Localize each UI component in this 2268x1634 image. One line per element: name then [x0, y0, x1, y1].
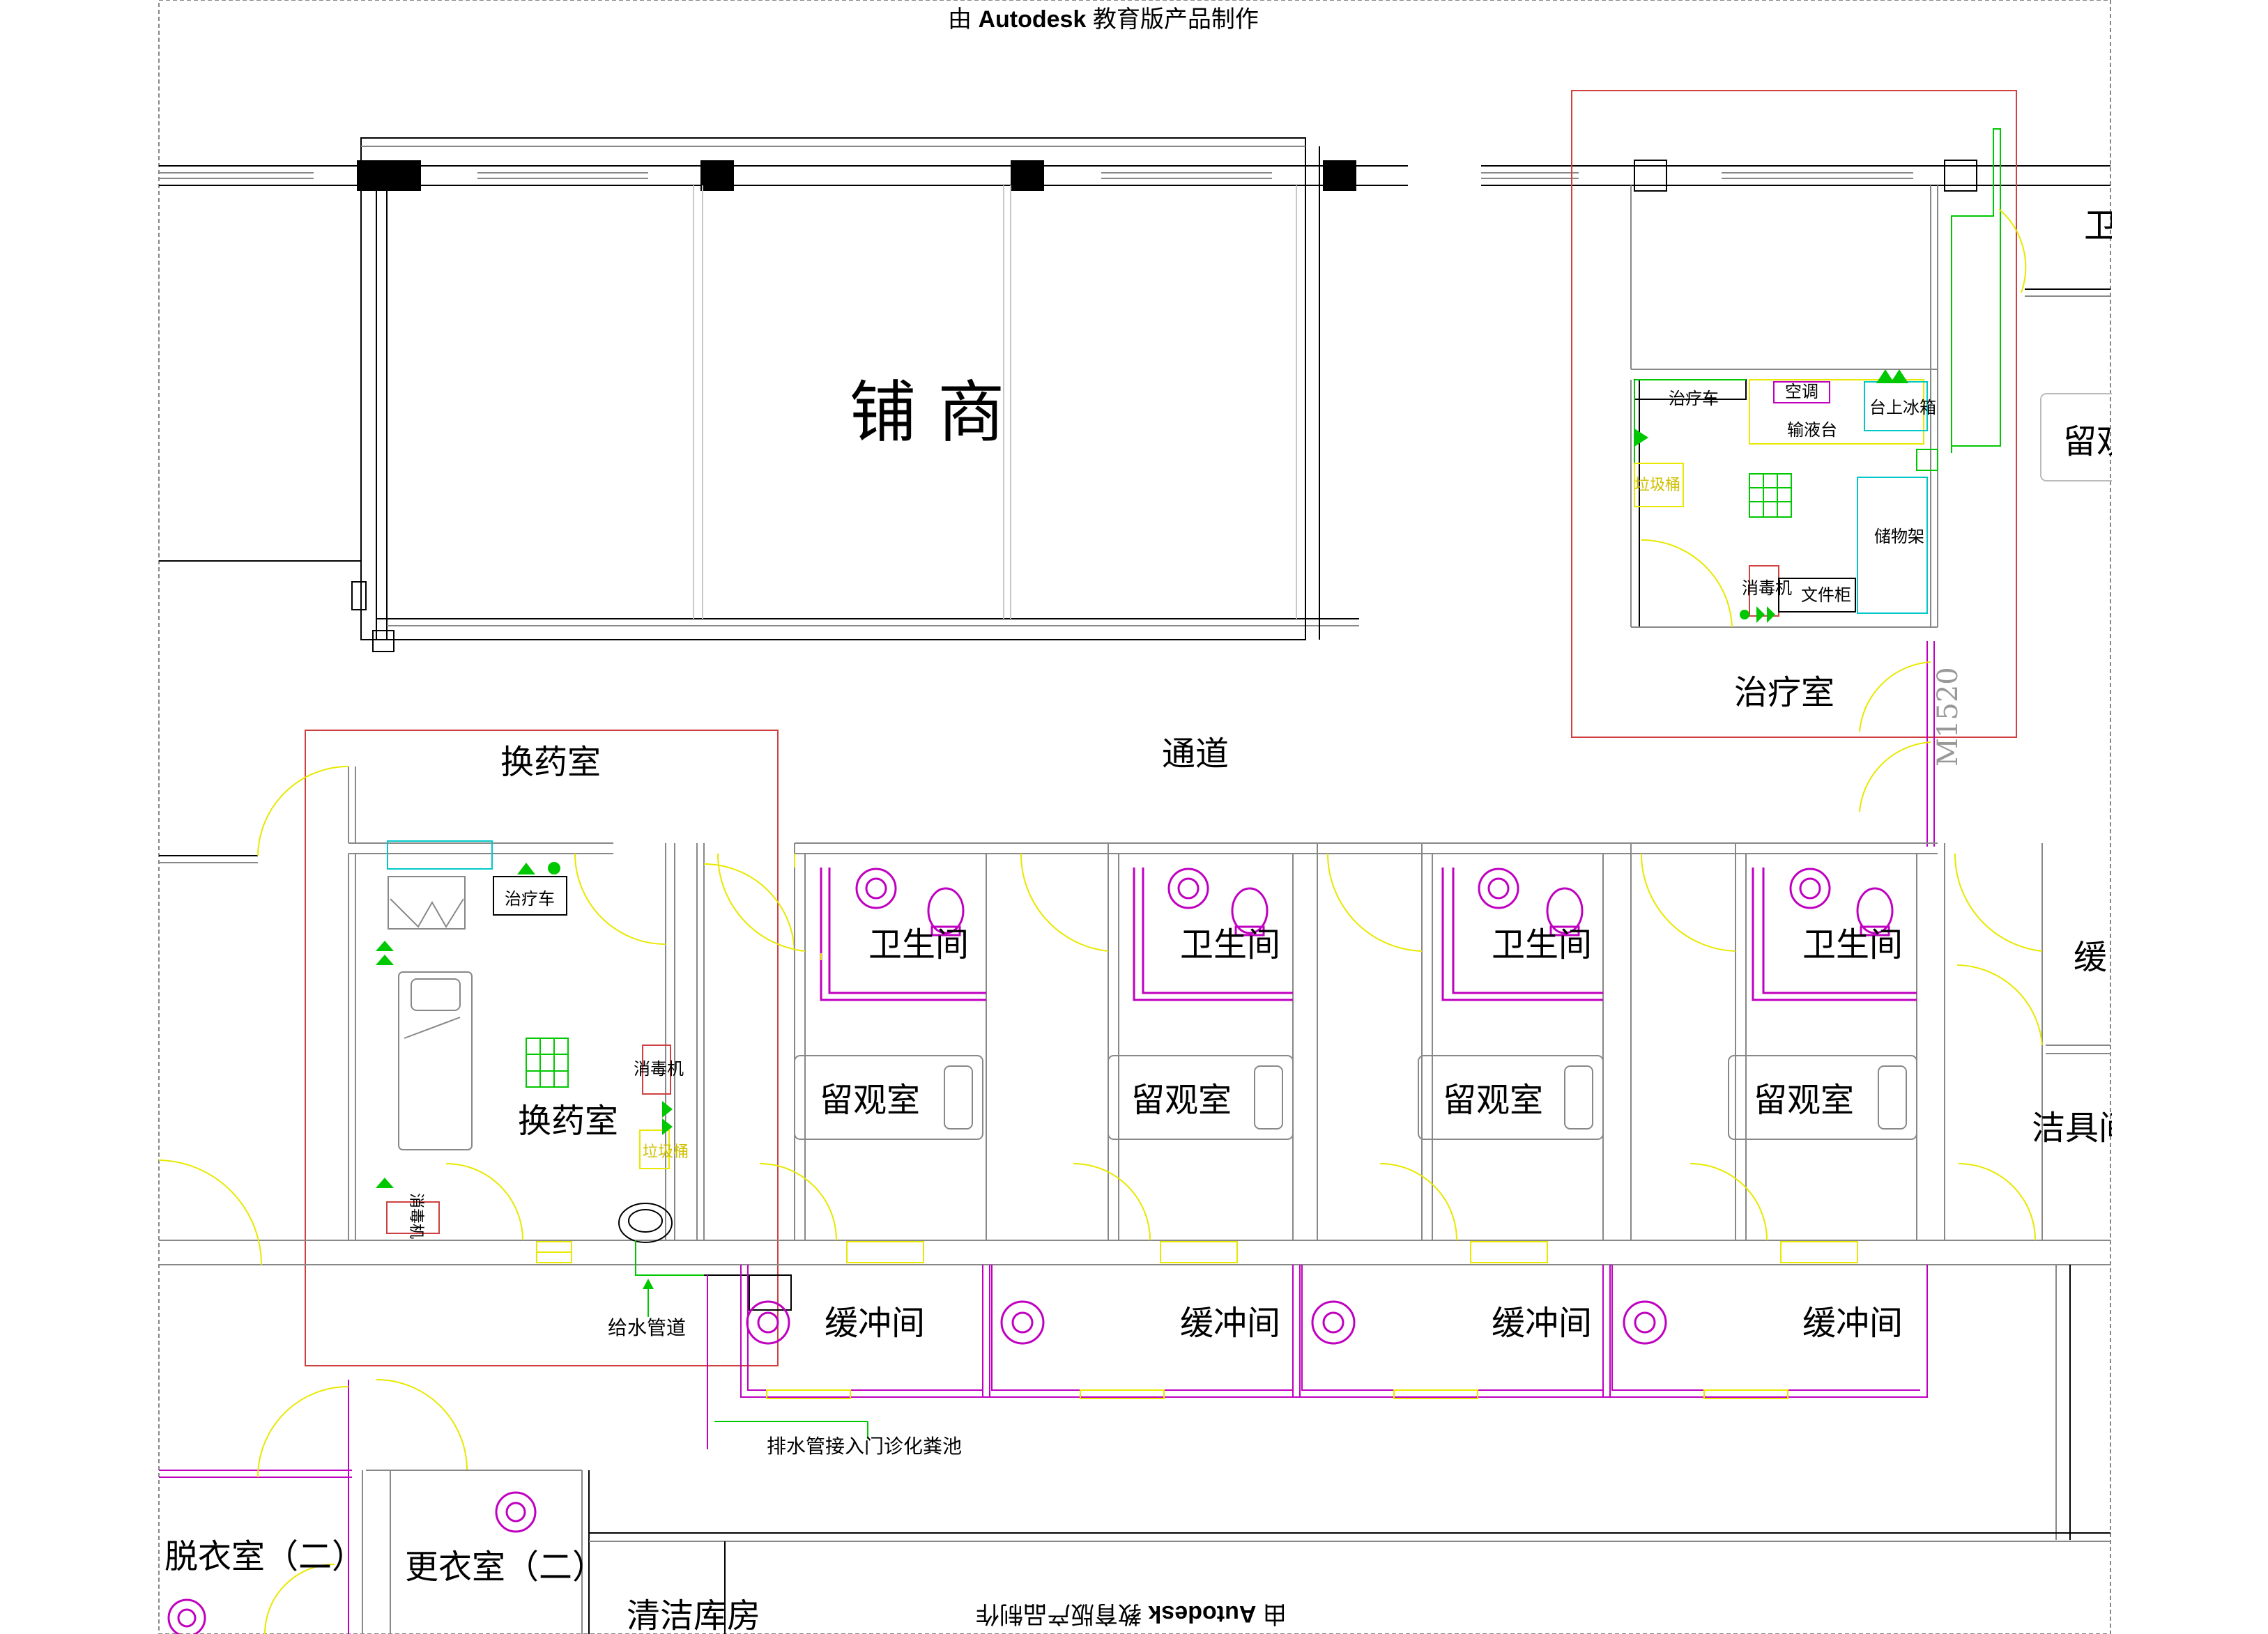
- structural-columns: [357, 160, 1356, 191]
- top-exterior-wall: [159, 165, 2110, 186]
- label-drainage: 排水管接入门诊化粪池: [767, 1435, 962, 1458]
- room-label-shop: 铺 商: [850, 373, 1005, 452]
- room-label-buffer-3: 缓冲间: [1492, 1304, 1592, 1343]
- bathroom-fixture-3: [1441, 868, 1603, 1001]
- label-fridge: 台上冰箱: [1869, 398, 1936, 417]
- watermark-prefix: 由: [948, 6, 972, 33]
- buffer-rooms: [740, 1265, 2071, 1540]
- watermark-brand: Autodesk: [978, 6, 1087, 33]
- treatment-room-walls: [1630, 185, 1938, 628]
- room-label-observation-3: 留观室: [1443, 1081, 1543, 1120]
- dressing-room-boundary: [305, 730, 779, 1366]
- room-label-observation-2: 留观室: [1131, 1081, 1232, 1120]
- treatment-room-boundary: [1571, 90, 2017, 738]
- drawing-frame: [158, 0, 2111, 1634]
- bathroom-fixture-2: [1133, 868, 1293, 1001]
- room-label-change: 更衣室（二）: [405, 1548, 606, 1587]
- label-disinfector-1: 消毒机: [1742, 578, 1792, 598]
- room-label-buffer-4: 缓冲间: [1802, 1304, 1903, 1343]
- label-water-supply: 给水管道: [608, 1316, 686, 1339]
- room-label-bathroom-1: 卫生间: [868, 925, 969, 964]
- label-disinfector-3: 消毒机: [407, 1193, 424, 1239]
- room-label-buffer-1: 缓冲间: [825, 1304, 925, 1343]
- treatment-room-furniture: [1634, 128, 2001, 628]
- label-treatment-cart-2: 治疗车: [505, 889, 555, 909]
- room-label-treatment: 治疗室: [1734, 673, 1834, 712]
- left-margin: [0, 0, 158, 1634]
- watermark-suffix: 教育版产品制作: [1092, 6, 1259, 33]
- unit-doors: [717, 853, 2043, 1263]
- hollow-columns: [1634, 160, 1977, 192]
- room-label-corridor: 通道: [1162, 734, 1229, 773]
- room-label-dressing: 换药室: [518, 1102, 618, 1141]
- room-label-undress: 脱衣室（二）: [164, 1537, 365, 1576]
- room-label-buffer-partial: 缓: [2074, 938, 2107, 977]
- watermark-top: 由 Autodesk 教育版产品制作: [948, 0, 1259, 34]
- label-treatment-cart: 治疗车: [1669, 389, 1719, 408]
- label-disinfector-2: 消毒机: [634, 1059, 684, 1079]
- room-label-bathroom-4: 卫生间: [1802, 925, 1903, 964]
- dressing-room-furniture: [376, 840, 868, 1449]
- door-tag-label: M1520: [1932, 667, 1964, 766]
- bathroom-fixture-4: [1752, 868, 1917, 1001]
- dressing-room-walls: [159, 766, 836, 1265]
- room-label-bathroom-3: 卫生间: [1492, 925, 1592, 964]
- right-side-walls: [1859, 208, 2118, 847]
- room-label-buffer-2: 缓冲间: [1180, 1304, 1280, 1343]
- room-label-bathroom-2: 卫生间: [1180, 925, 1280, 964]
- room-label-dressing-title: 换药室: [500, 743, 601, 782]
- room-label-observation-1: 留观室: [820, 1081, 920, 1120]
- right-margin: [2112, 0, 2268, 1634]
- label-waste-bucket-2: 垃圾桶: [643, 1143, 689, 1161]
- label-waste-bucket-1: 垃圾桶: [1634, 477, 1680, 494]
- bottom-left-rooms: [159, 1379, 2110, 1634]
- observation-beds: [794, 1055, 1917, 1140]
- label-file-cabinet: 文件柜: [1801, 585, 1851, 605]
- dressing-room-doors: [158, 766, 795, 1265]
- shop-grid-lines: [693, 185, 1297, 619]
- label-infusion-table: 输液台: [1787, 420, 1837, 440]
- shop-block: [159, 137, 1359, 652]
- bathroom-fixture-1: [820, 868, 986, 1001]
- bathroom-fixtures: [820, 868, 1917, 1001]
- label-air-conditioner: 空调: [1785, 382, 1818, 401]
- room-label-observation-4: 留观室: [1754, 1081, 1854, 1120]
- room-label-cleaning-storage: 清洁库房: [627, 1596, 760, 1634]
- observation-unit-walls: [794, 842, 2110, 1265]
- label-storage-rack: 储物架: [1874, 527, 1924, 546]
